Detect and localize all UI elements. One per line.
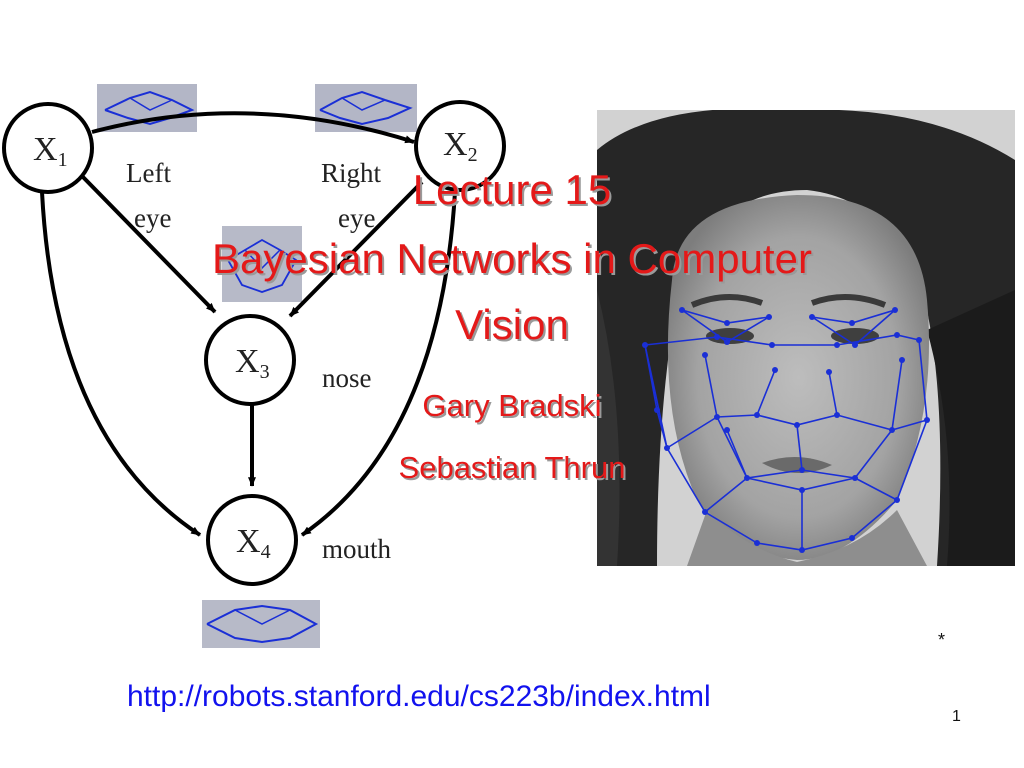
footnote-mark: * [938, 630, 946, 650]
mesh-vertex [679, 307, 685, 313]
node-x1: X1 [2, 102, 94, 194]
mesh-vertex [766, 314, 772, 320]
page-number: 1 [952, 708, 961, 725]
label-mouth: mouth [322, 534, 392, 564]
mesh-vertex [754, 540, 760, 546]
label-right-eye-line1: Right [321, 158, 382, 188]
mesh-vertex [899, 357, 905, 363]
node-x4: X4 [206, 494, 298, 586]
edge-x1-x3 [80, 174, 217, 314]
node-x3: X3 [204, 314, 296, 406]
mouth-patch [202, 600, 320, 648]
mesh-vertex [642, 342, 648, 348]
svg-text:X3: X3 [235, 343, 270, 383]
svg-text:X4: X4 [236, 523, 271, 563]
mesh-vertex [664, 445, 670, 451]
title-line-2: Bayesian Networks in Computer [212, 235, 812, 282]
face-photo [597, 110, 1015, 566]
mesh-vertex [852, 475, 858, 481]
bayes-network-diagram: X1 X2 X3 X4 Left eye Right eye nose mout… [2, 84, 506, 648]
mesh-vertex [794, 422, 800, 428]
mesh-vertex [724, 427, 730, 433]
mesh-vertex [799, 547, 805, 553]
author-1: Gary Bradski [422, 388, 602, 423]
mesh-vertex [654, 407, 660, 413]
mesh-vertex [724, 339, 730, 345]
mesh-vertex [924, 417, 930, 423]
label-left-eye-line2: eye [134, 203, 171, 233]
title-line-3: Vision [455, 301, 569, 348]
label-right-eye-line2: eye [338, 203, 375, 233]
mesh-vertex [809, 314, 815, 320]
label-left-eye-line1: Left [126, 158, 171, 188]
mesh-vertex [834, 412, 840, 418]
mesh-vertex [714, 414, 720, 420]
mesh-vertex [799, 487, 805, 493]
mesh-vertex [826, 369, 832, 375]
nose-patch [222, 226, 302, 302]
mesh-vertex [894, 497, 900, 503]
mesh-vertex [894, 332, 900, 338]
course-url-link[interactable]: http://robots.stanford.edu/cs223b/index.… [127, 680, 711, 713]
mesh-vertex [849, 320, 855, 326]
edge-x1-x4 [40, 191, 202, 537]
svg-text:X2: X2 [443, 126, 478, 166]
mesh-vertex [772, 367, 778, 373]
mesh-vertex [799, 467, 805, 473]
mesh-vertex [724, 320, 730, 326]
edge-x1-x2 [91, 111, 415, 144]
mesh-vertex [852, 342, 858, 348]
mesh-vertex [702, 509, 708, 515]
left-eye-patch [97, 84, 197, 132]
mesh-vertex [916, 337, 922, 343]
mesh-vertex [744, 475, 750, 481]
edge-x2-x3 [288, 180, 424, 318]
node-x2: X2 [414, 100, 506, 192]
title-line-1: Lecture 15 [412, 166, 612, 213]
author-2: Sebastian Thrun [398, 450, 626, 485]
mesh-vertex [714, 334, 720, 340]
mesh-vertex [769, 342, 775, 348]
edge-x2-x4 [300, 191, 457, 537]
right-eye-patch [315, 84, 417, 132]
mesh-vertex [702, 352, 708, 358]
label-nose: nose [322, 363, 372, 393]
mesh-vertex [849, 535, 855, 541]
mesh-vertex [889, 427, 895, 433]
mesh-vertex [834, 342, 840, 348]
mesh-vertex [892, 307, 898, 313]
mesh-vertex [754, 412, 760, 418]
svg-text:X1: X1 [33, 131, 68, 171]
